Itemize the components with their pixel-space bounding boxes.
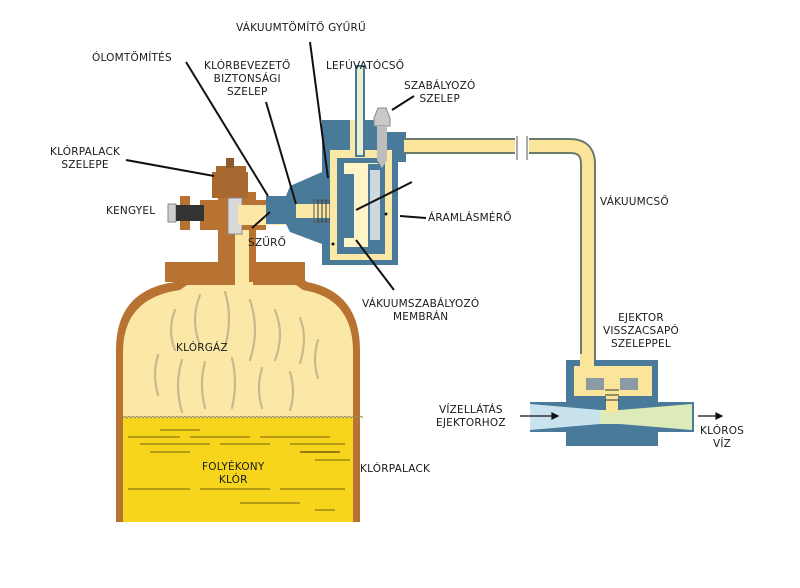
yoke bbox=[167, 196, 218, 230]
label-inlet-safety-valve-line2: BIZTONSÁGI bbox=[213, 73, 281, 85]
leader-lines bbox=[125, 41, 427, 291]
label-liquid-chlorine-line1: FOLYÉKONY bbox=[202, 461, 265, 473]
vacuum-regulator bbox=[266, 65, 406, 265]
label-flowmeter: ÁRAMLÁSMÉRŐ bbox=[428, 212, 512, 224]
label-ejector-line3: SZELEPPEL bbox=[611, 338, 671, 350]
label-liquid-chlorine: FOLYÉKONY KLÓR bbox=[202, 461, 264, 487]
label-ejector: EJEKTOR VISSZACSAPÓ SZELEPPEL bbox=[603, 312, 679, 351]
label-cylinder-valve: KLÓRPALACK SZELEPE bbox=[50, 146, 120, 172]
liquid-lines bbox=[128, 429, 350, 511]
label-control-valve-line2: SZELEP bbox=[419, 93, 460, 105]
vacuum-tube bbox=[404, 136, 596, 362]
label-ejector-line1: EJEKTOR bbox=[618, 312, 664, 324]
label-water-supply-line2: EJEKTORHOZ bbox=[436, 417, 506, 429]
label-chlorine-gas: KLÓRGÁZ bbox=[176, 342, 228, 354]
label-vacuum-seal-ring: VÁKUUMTÖMÍTŐ GYŰRŰ bbox=[236, 22, 366, 34]
label-diaphragm: VÁKUUMSZABÁLYOZÓ MEMBRÁN bbox=[362, 298, 479, 324]
label-vacuum-tube: VÁKUUMCSŐ bbox=[600, 196, 669, 208]
label-control-valve: SZABÁLYOZÓ SZELEP bbox=[404, 80, 475, 106]
label-filter: SZŰRŐ bbox=[248, 237, 287, 249]
chlorine-cylinder bbox=[116, 262, 364, 522]
label-cylinder-valve-line2: SZELEPE bbox=[61, 159, 109, 171]
cylinder-gas-space bbox=[123, 282, 353, 418]
ejector bbox=[530, 354, 694, 446]
label-inlet-safety-valve: KLÓRBEVEZETŐ BIZTONSÁGI SZELEP bbox=[204, 60, 290, 99]
label-control-valve-line1: SZABÁLYOZÓ bbox=[404, 80, 476, 92]
label-yoke: KENGYEL bbox=[106, 205, 156, 217]
label-liquid-chlorine-line2: KLÓR bbox=[218, 474, 248, 486]
control-valve bbox=[373, 107, 391, 168]
label-chlorine-cylinder: KLÓRPALACK bbox=[360, 463, 431, 475]
label-vent-tube: LEFÚVATÓCSŐ bbox=[326, 60, 405, 72]
label-water-supply: VÍZELLÁTÁS EJEKTORHOZ bbox=[436, 404, 506, 430]
label-lead-gasket: ÓLOMTÖMÍTÉS bbox=[92, 52, 172, 64]
label-inlet-safety-valve-line1: KLÓRBEVEZETŐ bbox=[204, 60, 291, 72]
label-chlorinated-water-line1: KLÓROS bbox=[700, 425, 745, 437]
label-ejector-line2: VISSZACSAPÓ bbox=[603, 325, 679, 337]
label-inlet-safety-valve-line3: SZELEP bbox=[226, 86, 268, 98]
label-chlorinated-water-line2: VÍZ bbox=[712, 438, 732, 450]
flow-arrows bbox=[520, 412, 724, 420]
cylinder-liquid bbox=[123, 418, 353, 522]
label-diaphragm-line2: MEMBRÁN bbox=[393, 311, 449, 323]
liquid-surface-wave bbox=[122, 416, 364, 419]
label-water-supply-line1: VÍZELLÁTÁS bbox=[438, 404, 503, 416]
gas-wisps bbox=[153, 290, 320, 414]
label-cylinder-valve-line1: KLÓRPALACK bbox=[50, 146, 121, 158]
label-diaphragm-line1: VÁKUUMSZABÁLYOZÓ bbox=[362, 298, 480, 310]
label-chlorinated-water: KLÓROS VÍZ bbox=[700, 425, 744, 451]
